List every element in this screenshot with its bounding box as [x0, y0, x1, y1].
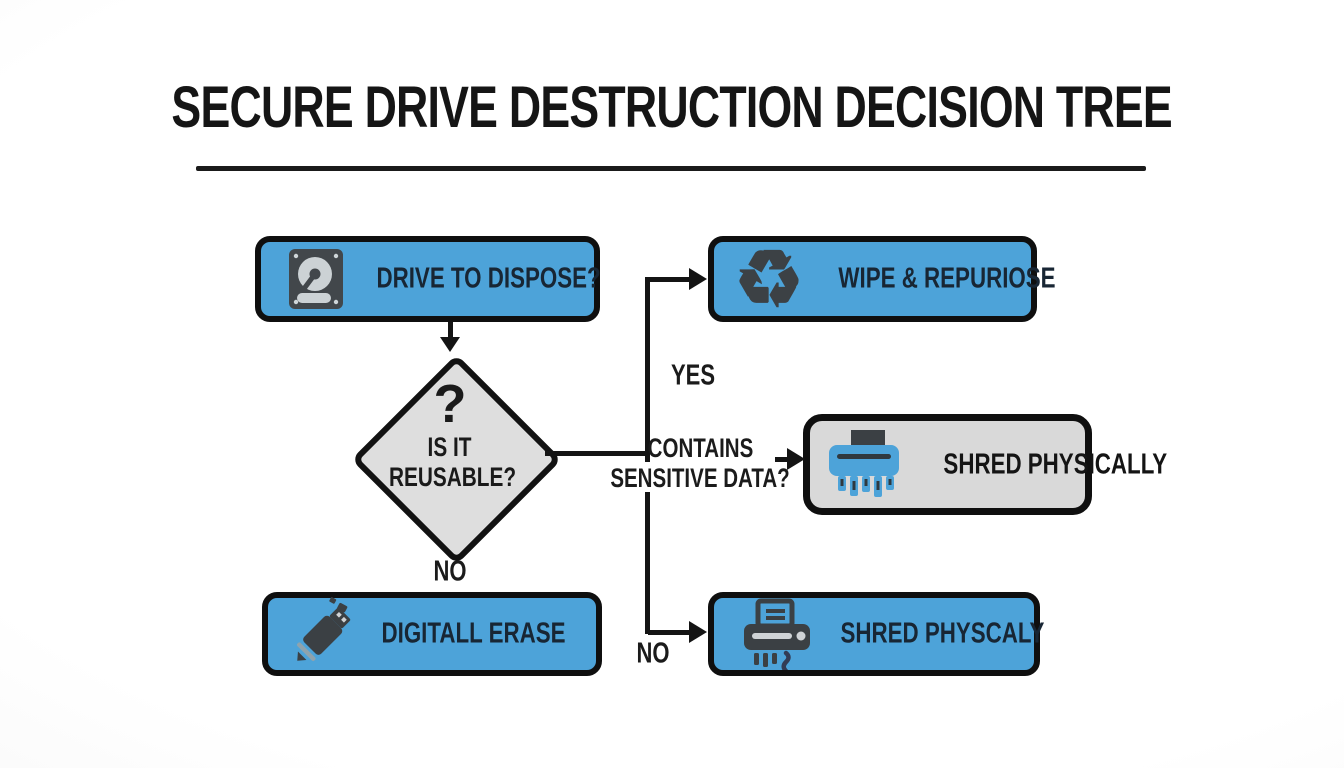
- title-underline: [196, 166, 1146, 171]
- arrowhead-right-icon: [787, 448, 805, 470]
- printer-shredder-icon: [740, 598, 814, 675]
- question-mark: ?: [433, 374, 467, 434]
- edge-label-yes: YES: [670, 359, 716, 392]
- node-label: SHRED PHYSICALLY: [943, 448, 1168, 480]
- edge-sensitive-to-shred: [775, 457, 790, 462]
- node-drive-to-dispose: DRIVE TO DISPOSE?: [255, 236, 601, 322]
- edge-trunk-upper: [645, 277, 650, 462]
- node-wipe-repurpose: ♻ WIPE & REPURIOSE: [708, 236, 1056, 322]
- node-shred-physcaly: SHRED PHYSCALY: [708, 592, 1045, 676]
- edge-label-no-reusable: NO: [433, 555, 467, 588]
- arrowhead-down-icon: [440, 337, 460, 352]
- node-label: SHRED PHYSCALY: [840, 617, 1045, 650]
- decision-diamond-text: ? IS IT REUSABLE?: [370, 376, 530, 492]
- arrowhead-right-icon: [689, 268, 707, 290]
- arrowhead-right-icon: [689, 621, 707, 643]
- node-shred-physically: SHRED PHYSICALLY: [803, 414, 1168, 515]
- edge-decision-out: [545, 451, 648, 456]
- edge-yes-to-wipe: [648, 277, 692, 282]
- page-title-text: SECURE DRIVE DESTRUCTION DECISION TREE: [171, 75, 1173, 140]
- edge-start-to-decision: [448, 322, 453, 339]
- node-digital-erase: DIGITALL ERASE: [262, 592, 602, 676]
- edge-trunk-lower: [645, 492, 650, 634]
- edge-label-contains-sensitive-data: CONTAINS SENSITIVE DATA?: [610, 433, 790, 493]
- node-label: DIGITALL ERASE: [381, 617, 566, 650]
- node-label: DRIVE TO DISPOSE?: [376, 262, 601, 295]
- usb-drive-icon: [286, 596, 364, 672]
- hard-drive-icon: [288, 248, 344, 310]
- shredder-icon: [827, 428, 901, 502]
- page-title: SECURE DRIVE DESTRUCTION DECISION TREE: [0, 74, 1344, 141]
- edge-no-to-shred: [648, 630, 692, 635]
- edge-label-no-sensitive: NO: [636, 637, 670, 670]
- node-label: WIPE & REPURIOSE: [838, 262, 1056, 295]
